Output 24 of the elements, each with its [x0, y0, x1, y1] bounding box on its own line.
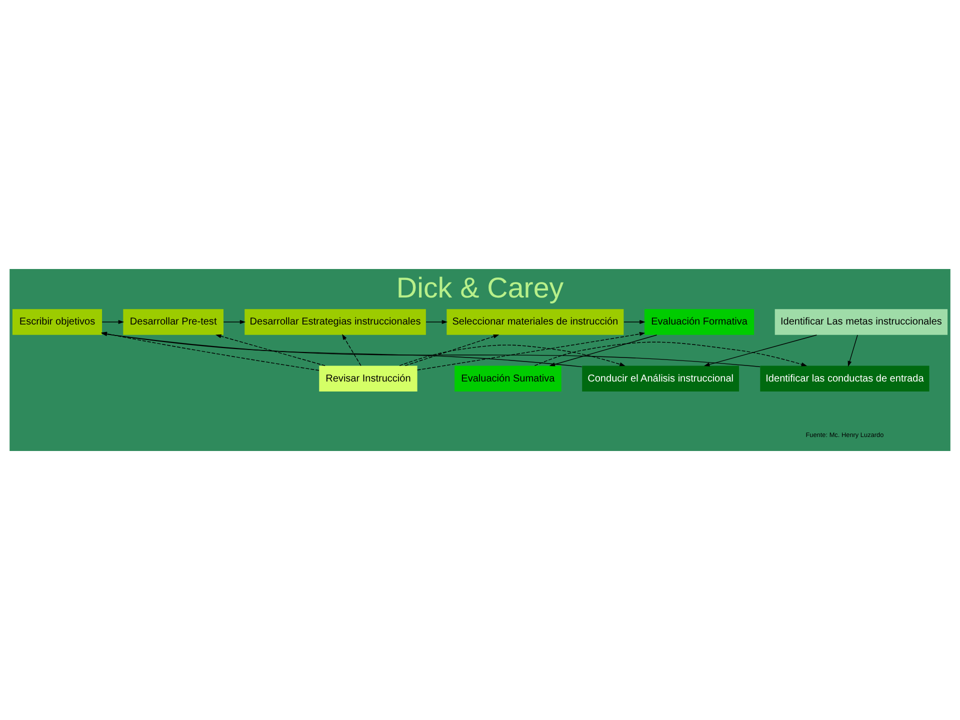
node-box: Seleccionar materiales de instrucción	[446, 309, 624, 335]
arrow	[848, 334, 858, 367]
node-box: Revisar Instrucción	[319, 366, 418, 392]
node-box: Evaluación Formativa	[644, 309, 754, 335]
arrow	[342, 334, 362, 366]
arrow	[404, 334, 500, 366]
arrow	[399, 344, 626, 366]
arrow	[426, 320, 448, 324]
node-box: Identificar las conductas de entrada	[760, 366, 930, 392]
arrow	[102, 320, 124, 324]
node-box: Identificar Las metas instruccionales	[774, 309, 948, 335]
arrow	[216, 334, 326, 366]
diagram-title: Dick & Carey	[396, 272, 564, 305]
node-box: Escribir objetivos	[12, 309, 102, 335]
arrow	[223, 320, 246, 324]
arrow	[549, 334, 658, 366]
arrow	[416, 332, 646, 370]
node-box: Conducir el Análisis instruccional	[582, 366, 740, 392]
node-box: Evaluación Sumativa	[454, 366, 562, 392]
arrow	[624, 320, 646, 324]
node-box: Desarrollar Pre-test	[123, 309, 224, 335]
arrow	[704, 334, 818, 366]
arrow	[534, 342, 808, 366]
node-box: Desarrollar Estrategias instruccionales	[244, 309, 426, 335]
